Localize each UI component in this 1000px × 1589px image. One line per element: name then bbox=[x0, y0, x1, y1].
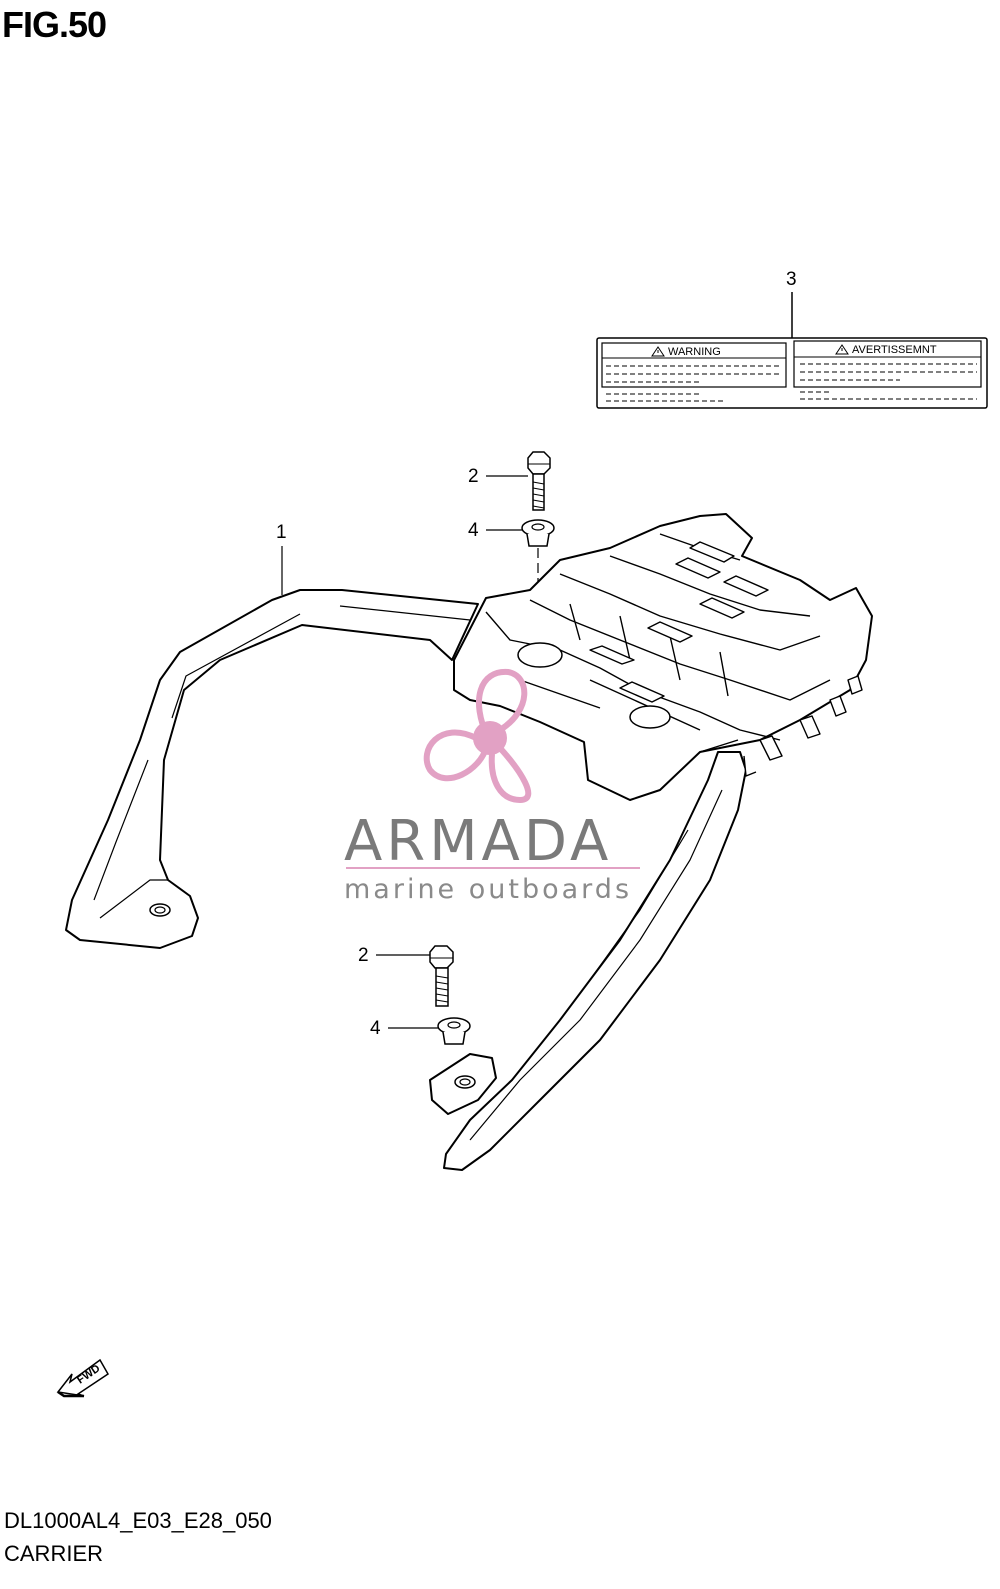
warning-label-assembly: 3 WARNING AVERTISSEMNT bbox=[596, 269, 988, 409]
warning-triangle-icon bbox=[835, 344, 849, 355]
callout-1: 1 bbox=[276, 522, 287, 543]
washer-upper bbox=[521, 519, 555, 547]
callout-4-upper: 4 bbox=[468, 520, 479, 541]
lower-fasteners: 2 4 bbox=[358, 945, 471, 1045]
figure-name: CARRIER bbox=[4, 1541, 104, 1566]
callout-3: 3 bbox=[786, 269, 797, 290]
fwd-arrow-icon: FWD bbox=[56, 1358, 109, 1398]
washer-lower bbox=[437, 1017, 471, 1045]
callout-2-upper: 2 bbox=[468, 466, 479, 487]
figure-code: DL1000AL4_E03_E28_050 bbox=[4, 1508, 272, 1533]
watermark-brand: ARMADA bbox=[344, 809, 612, 874]
bolt-lower bbox=[429, 945, 454, 1007]
watermark-tagline: marine outboards bbox=[344, 874, 632, 905]
warning-heading: WARNING bbox=[668, 346, 721, 358]
callout-2-lower: 2 bbox=[358, 945, 369, 966]
avertissement-heading: AVERTISSEMNT bbox=[852, 344, 937, 356]
warning-label: WARNING AVERTISSEMNT bbox=[596, 337, 988, 409]
propeller-logo-icon bbox=[423, 668, 532, 804]
warning-triangle-icon bbox=[651, 346, 665, 357]
bolt-upper bbox=[527, 451, 551, 511]
figure-title: FIG.50 bbox=[2, 4, 107, 45]
callout-4-lower: 4 bbox=[370, 1018, 381, 1039]
armada-watermark: ARMADA marine outboards bbox=[344, 668, 640, 905]
upper-fasteners: 2 4 bbox=[468, 451, 555, 640]
carrier-bracket: 1 bbox=[65, 513, 873, 1171]
